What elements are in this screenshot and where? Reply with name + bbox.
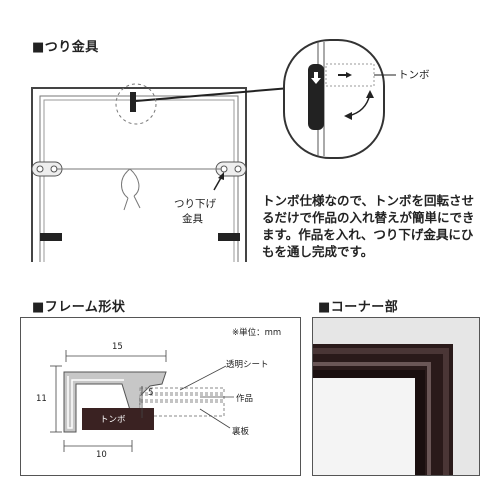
- hanger-description: トンボ仕様なので、トンボを回転させるだけで作品の入れ替えが簡単にできます。作品を…: [262, 193, 475, 259]
- hanger-label-line1: つり下げ: [174, 198, 216, 210]
- top-tombo-mark: [130, 92, 136, 112]
- profile-tombo-label: トンボ: [100, 415, 126, 425]
- left-hanger-bracket: [31, 161, 63, 177]
- hanger-label-line2: 金具: [182, 213, 203, 225]
- zoom-tombo: [308, 64, 324, 130]
- corner-photo-panel: [312, 317, 480, 476]
- clear-sheet-label: 透明シート: [226, 360, 269, 370]
- dim-width-label: 15: [112, 342, 123, 352]
- unit-note: ※単位：mm: [232, 328, 282, 338]
- frame-profile-panel: [20, 317, 301, 476]
- frame-section-title: ■フレーム形状: [32, 300, 126, 315]
- corner-section-title: ■コーナー部: [318, 300, 399, 315]
- dim-inner-label: 5: [148, 388, 154, 398]
- artwork-label: 作品: [236, 394, 254, 404]
- profile-tombo: [82, 408, 154, 430]
- backboard-label: 裏板: [232, 427, 250, 437]
- tombo-callout-label: トンボ: [398, 69, 430, 81]
- right-tombo-mark: [218, 233, 240, 241]
- corner-photo: [313, 318, 479, 475]
- dim-bottom-label: 10: [96, 450, 107, 460]
- left-tombo-mark: [40, 233, 62, 241]
- hanger-section-title: ■つり金具: [32, 40, 99, 55]
- dim-height-label: 11: [36, 394, 47, 404]
- zoom-circle: [115, 83, 157, 125]
